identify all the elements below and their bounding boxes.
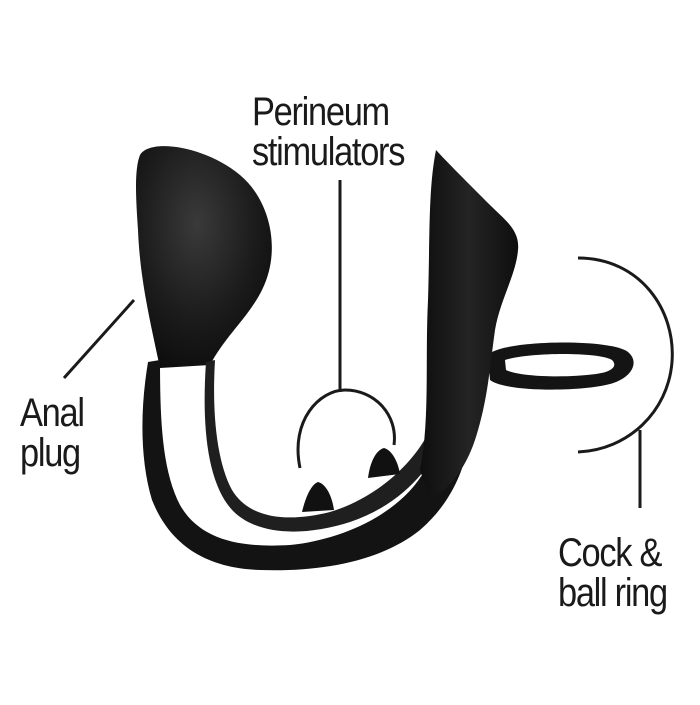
stimulator-bump-left <box>302 482 334 512</box>
anal-plug-label: Anal plug <box>20 391 85 475</box>
cock-ring <box>488 342 634 390</box>
cock-ring-label-line2: ball ring <box>558 571 668 615</box>
anal-plug-label-line1: Anal <box>20 391 85 435</box>
product-body <box>136 146 519 571</box>
perineum-callout <box>296 180 396 469</box>
anal-plug-label-line2: plug <box>20 431 81 475</box>
perineum-stimulators-label: Perineum stimulators <box>252 90 405 174</box>
cock-ring-callout <box>577 256 674 508</box>
stimulator-bump-right <box>368 448 400 478</box>
perineum-label-line2: stimulators <box>252 130 405 174</box>
cock-ring-label: Cock & ball ring <box>558 531 668 615</box>
callout-lines <box>62 180 674 508</box>
anal-plug-callout <box>62 298 136 380</box>
cock-ring-label-line1: Cock & <box>558 531 662 575</box>
perineum-label-line1: Perineum <box>252 90 390 134</box>
